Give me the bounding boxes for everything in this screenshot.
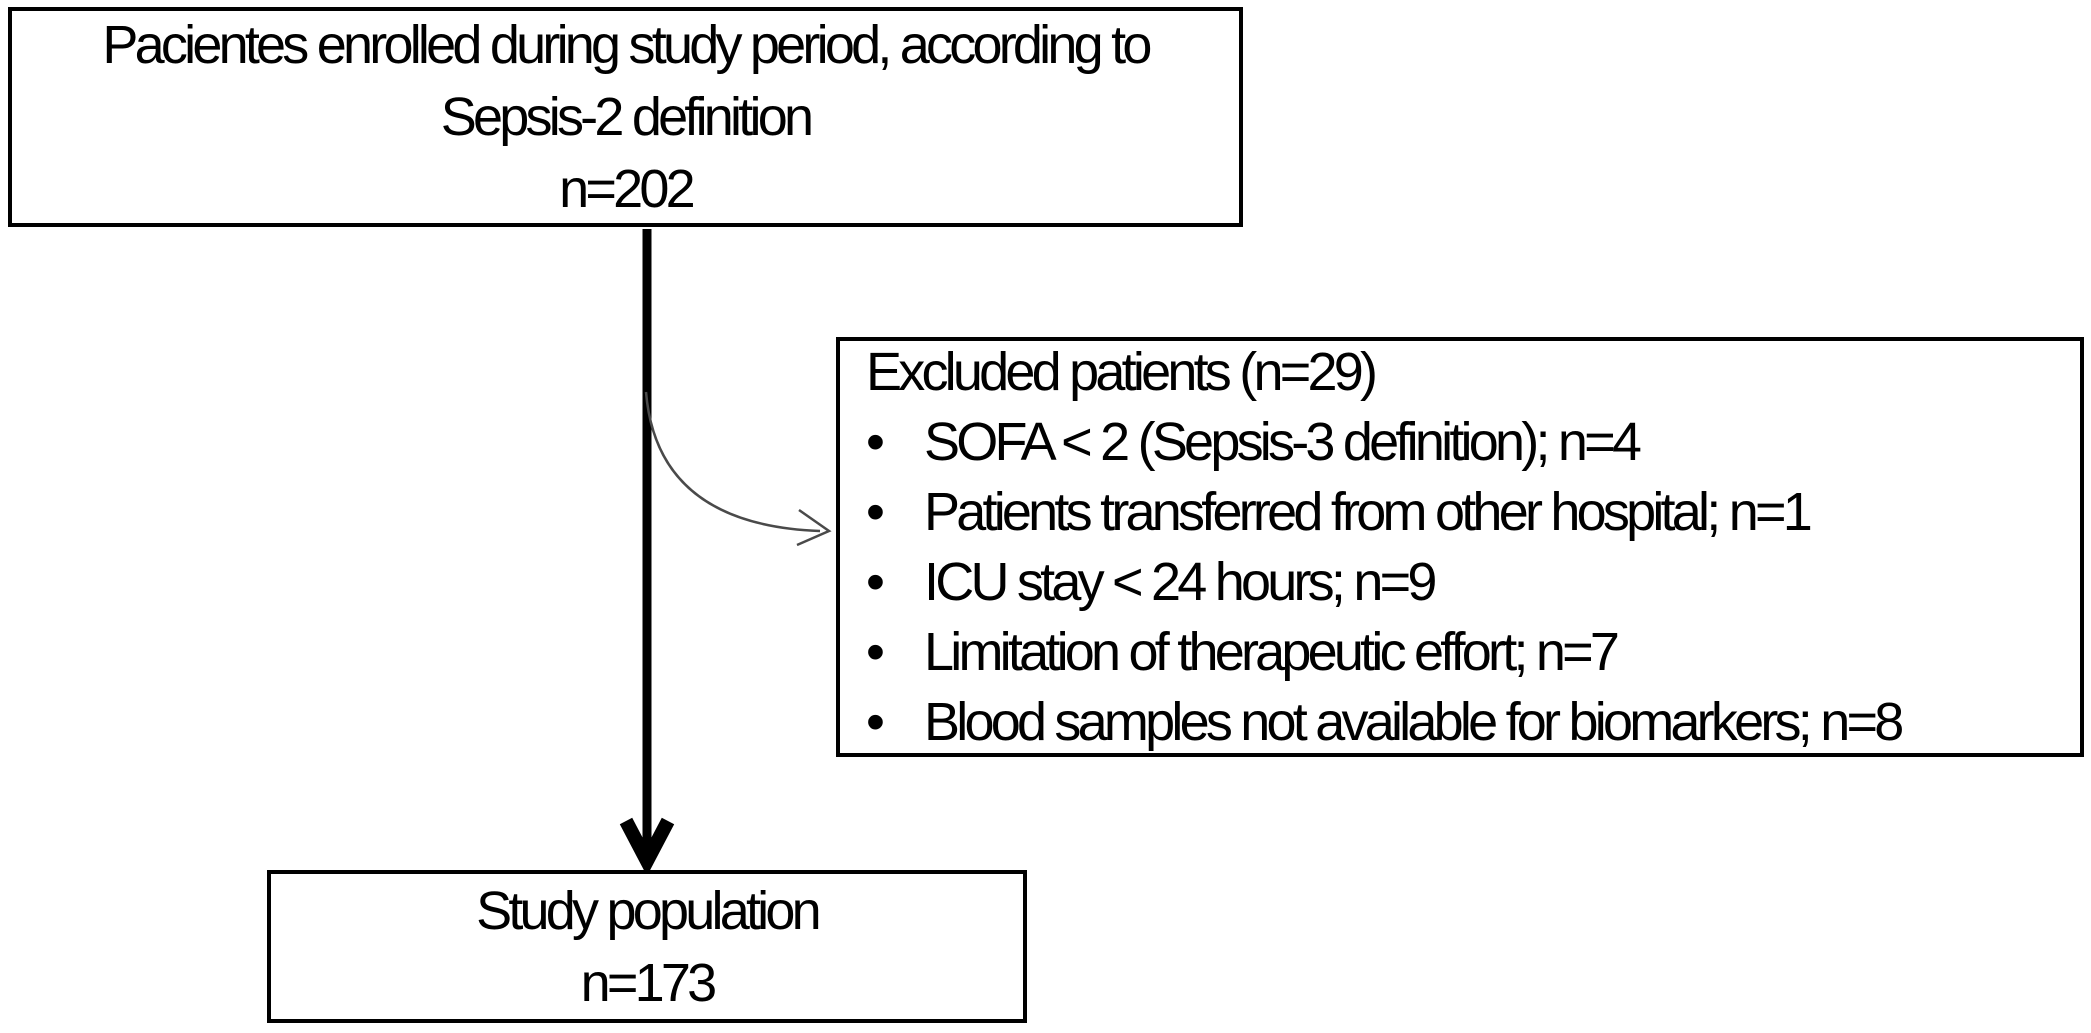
- list-item: • SOFA < 2 (Sepsis-3 definition); n=4: [866, 407, 2080, 477]
- list-item: • Limitation of therapeutic effort; n=7: [866, 617, 2080, 687]
- down-arrow-head-icon: [619, 817, 675, 877]
- excluded-reason-5: Blood samples not available for biomarke…: [924, 692, 1904, 752]
- exclusion-arrow-head-icon: [796, 508, 832, 547]
- bullet-icon: •: [866, 692, 885, 752]
- list-item: • ICU stay < 24 hours; n=9: [866, 547, 2080, 617]
- bullet-icon: •: [866, 412, 885, 472]
- study-population-box: Study population n=173: [267, 870, 1027, 1023]
- bullet-icon: •: [866, 552, 885, 612]
- excluded-reason-4: Limitation of therapeutic effort; n=7: [924, 622, 1620, 682]
- excluded-box-title: Excluded patients (n=29): [866, 342, 1378, 402]
- enrolled-box-line-1: Pacientes enrolled during study period, …: [102, 15, 1152, 75]
- enrolled-box-count: n=202: [559, 159, 696, 219]
- bullet-icon: •: [866, 482, 885, 542]
- list-item: • Blood samples not available for biomar…: [866, 687, 2080, 757]
- exclusion-curved-arrow: [644, 391, 821, 533]
- excluded-reason-2: Patients transferred from other hospital…: [924, 482, 1813, 542]
- excluded-reason-3: ICU stay < 24 hours; n=9: [924, 552, 1437, 612]
- bullet-icon: •: [866, 622, 885, 682]
- enrolled-patients-box: Pacientes enrolled during study period, …: [8, 7, 1243, 227]
- population-box-line-1: Study population: [476, 880, 822, 941]
- population-box-count: n=173: [580, 952, 718, 1013]
- excluded-reasons-list: • SOFA < 2 (Sepsis-3 definition); n=4 • …: [840, 407, 2080, 757]
- excluded-reason-1: SOFA < 2 (Sepsis-3 definition); n=4: [924, 412, 1642, 472]
- excluded-patients-box: Excluded patients (n=29) • SOFA < 2 (Sep…: [836, 337, 2084, 757]
- list-item: • Patients transferred from other hospit…: [866, 477, 2080, 547]
- enrolled-box-line-2: Sepsis-2 definition: [440, 87, 814, 147]
